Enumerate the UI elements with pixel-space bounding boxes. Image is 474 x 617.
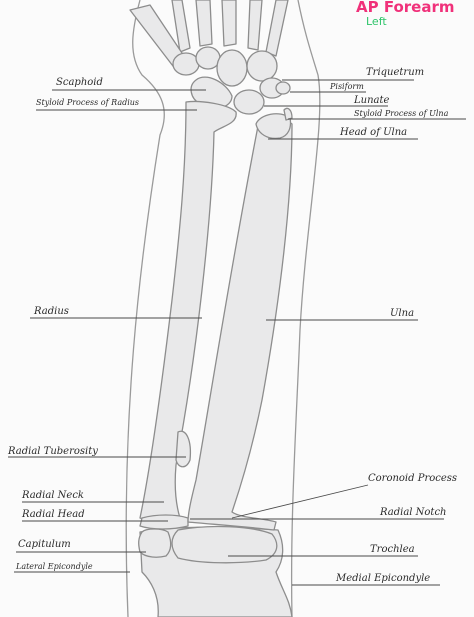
label-coronoid: Coronoid Process xyxy=(368,473,458,484)
arm-outline-right xyxy=(290,0,321,617)
radius-bone xyxy=(139,100,237,522)
trapezoid xyxy=(195,46,221,70)
label-radial-tuberosity: Radial Tuberosity xyxy=(8,446,98,457)
label-trochlea: Trochlea xyxy=(370,544,415,555)
label-lateral-epicondyle: Lateral Epicondyle xyxy=(16,562,93,571)
label-radial-head: Radial Head xyxy=(22,509,85,520)
lunate-bone xyxy=(233,89,265,115)
radial-tuberosity-bone xyxy=(175,430,192,468)
label-medial-epicondyle: Medial Epicondyle xyxy=(336,573,431,584)
label-styloid-ulna: Styloid Process of Ulna xyxy=(354,109,449,118)
label-pisiform: Pisiform xyxy=(330,82,364,91)
hamate xyxy=(246,50,278,82)
metacarpal-4 xyxy=(247,0,263,51)
pisiform-bone xyxy=(275,81,291,95)
trapezium xyxy=(172,52,200,76)
label-head-ulna: Head of Ulna xyxy=(340,127,408,138)
label-capitulum: Capitulum xyxy=(18,539,71,550)
metacarpal-1 xyxy=(171,0,191,53)
metacarpal-3 xyxy=(221,0,237,47)
label-ulna: Ulna xyxy=(390,308,415,319)
metacarpal-5 xyxy=(265,0,289,57)
trochlea-bone xyxy=(171,525,278,564)
label-triquetrum: Triquetrum xyxy=(366,67,425,78)
label-radial-notch: Radial Notch xyxy=(380,507,447,518)
capitulum-bone xyxy=(138,528,172,558)
styloid-ulna-bone xyxy=(283,107,293,121)
label-styloid-radius: Styloid Process of Radius xyxy=(36,98,140,107)
capitate xyxy=(216,49,248,87)
page-title: AP Forearm xyxy=(356,0,455,16)
label-radial-neck: Radial Neck xyxy=(22,490,84,501)
label-radius: Radius xyxy=(34,306,69,317)
label-scaphoid: Scaphoid xyxy=(56,77,103,88)
radial-head-bone xyxy=(139,514,189,530)
leader-coronoid xyxy=(231,484,369,519)
label-lunate: Lunate xyxy=(354,95,390,106)
arm-outline xyxy=(125,0,165,617)
metacarpal-2 xyxy=(195,0,213,47)
head-of-ulna-bone xyxy=(255,113,292,140)
page-subtitle: Left xyxy=(366,15,387,28)
